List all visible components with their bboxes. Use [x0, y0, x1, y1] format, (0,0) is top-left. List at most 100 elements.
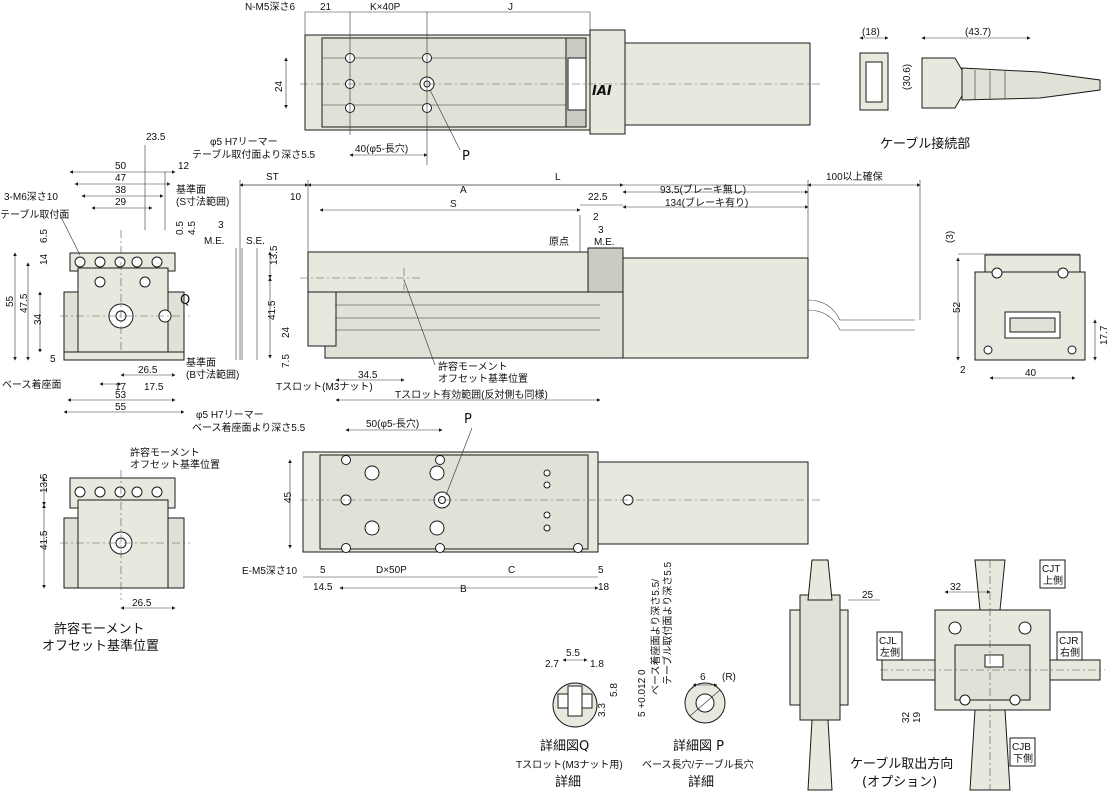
cd-title-1: ケーブル取出方向: [850, 756, 953, 772]
q-marker: Q: [180, 293, 190, 308]
dim-j: J: [508, 2, 513, 13]
offset-moment-1: 許容モーメント: [130, 446, 200, 459]
end-view: 50 47 38 29 23.5 12 3-M6深さ10 テーブル取付面 6.5…: [0, 132, 265, 414]
dim-21: 21: [320, 2, 332, 13]
dim-34-5: 34.5: [358, 370, 378, 381]
ref-face-1-sub: (S寸法範囲): [176, 195, 229, 208]
bottom-dim-dx50p: D×50P: [376, 565, 407, 576]
cd-dim-32b: 32: [901, 711, 912, 723]
offset-view: 許容モーメント オフセット基準位置 13.5 41.5 26.5 許容モーメント…: [39, 446, 220, 654]
dim-st: ST: [266, 172, 279, 183]
end-dim-0-5: 0.5: [175, 221, 186, 235]
offset-title-1: 許容モーメント: [54, 621, 144, 637]
table-face-label: テーブル取付面: [0, 208, 69, 221]
ref-face-2: 基準面: [186, 356, 216, 369]
end-dim-34: 34: [33, 313, 44, 325]
m6-label: 3-M6深さ10: [4, 191, 58, 203]
offset-title-2: オフセット基準位置: [42, 638, 159, 654]
cjr-sub: 右側: [1060, 646, 1080, 659]
bottom-dim-18: 18: [598, 582, 610, 593]
right-end-view: (3) 52 2 17.7 40: [945, 231, 1109, 380]
cjt-label: CJT: [1042, 564, 1060, 575]
p-dim-r: (R): [722, 672, 736, 683]
end-se: S.E.: [246, 236, 265, 247]
offset-dim-13-5: 13.5: [39, 473, 50, 493]
offset-dim-41-5: 41.5: [39, 530, 50, 550]
end-dim-50: 50: [115, 161, 127, 172]
bottom-phi5: φ5 H7リーマー: [196, 410, 264, 421]
q-dim-1-8: 1.8: [590, 659, 604, 670]
end-dim-17-5: 17.5: [144, 382, 164, 393]
tslot-range: Tスロット有効範囲(反対側も同様): [395, 388, 548, 401]
cd-dim-19: 19: [912, 711, 923, 723]
cable-title: ケーブル接続部: [880, 136, 970, 152]
right-dim-3: (3): [945, 231, 956, 243]
top-view: IAI N-M5深さ6 21 K×40P J 24 φ5 H7リーマー テーブル…: [192, 1, 820, 165]
p-depth-1: ベース着座面より深さ5.5/: [649, 579, 662, 695]
me-label: M.E.: [594, 237, 615, 248]
end-dim-55: 55: [5, 295, 16, 307]
right-dim-2: 2: [960, 365, 966, 376]
dim-93-5: 93.5(ブレーキ無し): [660, 183, 746, 196]
right-dim-52: 52: [952, 301, 963, 313]
side-view: ST A L 100以上確保 10 S 22.5 93.5(ブレーキ無し) 13…: [239, 170, 921, 402]
cable-dim-18: (18): [862, 27, 880, 38]
bottom-phi5-sub: ベース着座面より深さ5.5: [192, 421, 306, 434]
bottom-dim-45: 45: [283, 491, 294, 503]
bottom-dim-50: 50(φ5-長穴): [366, 417, 419, 430]
cable-connector-view: (18) (43.7) (30.6) ケーブル接続部: [859, 27, 1101, 152]
phi5-sub: テーブル取付面より深さ5.5: [192, 148, 316, 161]
cjb-label: CJB: [1012, 742, 1031, 753]
bottom-view: φ5 H7リーマー ベース着座面より深さ5.5 50(φ5-長穴) P 45 E…: [192, 410, 820, 595]
cjl-sub: 左側: [880, 646, 900, 659]
p-dim-6: 6: [700, 672, 706, 683]
end-dim-17: 17: [115, 382, 127, 393]
cable-dim-30-6: (30.6): [902, 64, 913, 90]
end-dim-53: 53: [115, 390, 127, 401]
p-marker: P: [462, 149, 470, 164]
origin-label: 原点: [549, 236, 569, 248]
dim-2: 2: [593, 212, 599, 223]
dim-s: S: [450, 199, 457, 210]
end-dim-12: 12: [178, 161, 190, 172]
p-sub2: 詳細: [688, 774, 714, 790]
e-m5-label: E-M5深さ10: [242, 565, 297, 577]
dim-13-5: 13.5: [269, 245, 280, 265]
detail-p: 6 (R) 5 +0.012 0 ベース着座面より深さ5.5/ テーブル取付面よ…: [637, 561, 754, 790]
p-depth-2: テーブル取付面より深さ5.5: [661, 561, 674, 685]
phi5-label: φ5 H7リーマー: [210, 137, 278, 148]
p-tolerance: 5 +0.012 0: [637, 669, 648, 717]
detail-q: 2.7 5.5 1.8 5.8 3.3 詳細図Q Tスロット(M3ナット用) 詳…: [516, 648, 623, 790]
dim-24: 24: [274, 80, 285, 92]
q-dim-3-3: 3.3: [597, 703, 608, 717]
right-dim-40: 40: [1025, 368, 1037, 379]
dim-134: 134(ブレーキ有り): [665, 196, 748, 209]
n-m5-label: N-M5深さ6: [245, 1, 295, 13]
end-dim-38: 38: [115, 185, 127, 196]
cd-title-2: (オプション): [862, 775, 937, 790]
end-dim-4-5: 4.5: [187, 221, 198, 235]
tslot-label: Tスロット(M3ナット): [276, 381, 373, 393]
cable-direction-view: 32 25 CJT 上側 CJL 左側 CJR 右側 CJB 下側 32 19 …: [789, 559, 1105, 791]
dim-22-5: 22.5: [588, 192, 608, 203]
base-face-label: ベース着座面: [2, 378, 62, 391]
dim-7-5: 7.5: [281, 354, 292, 368]
end-dim-6-5: 6.5: [39, 229, 50, 243]
bottom-dim-5b: 5: [598, 565, 604, 576]
p-sub: ベース長穴/テーブル長穴: [642, 758, 754, 771]
ref-face-1: 基準面: [176, 183, 206, 196]
p-title: 詳細図 P: [673, 738, 724, 754]
end-dim-5: 5: [50, 354, 56, 365]
dim-l: L: [555, 172, 561, 183]
end-dim-23-5: 23.5: [146, 132, 166, 143]
q-dim-2-7: 2.7: [545, 659, 559, 670]
bottom-dim-b: B: [460, 584, 467, 595]
cable-dim-43-7: (43.7): [965, 27, 991, 38]
q-dim-5-8: 5.8: [609, 683, 620, 697]
cjr-label: CJR: [1059, 636, 1078, 647]
offset-dim-26-5: 26.5: [132, 598, 152, 609]
cd-dim-32: 32: [950, 582, 962, 593]
dim-100: 100以上確保: [826, 170, 883, 183]
